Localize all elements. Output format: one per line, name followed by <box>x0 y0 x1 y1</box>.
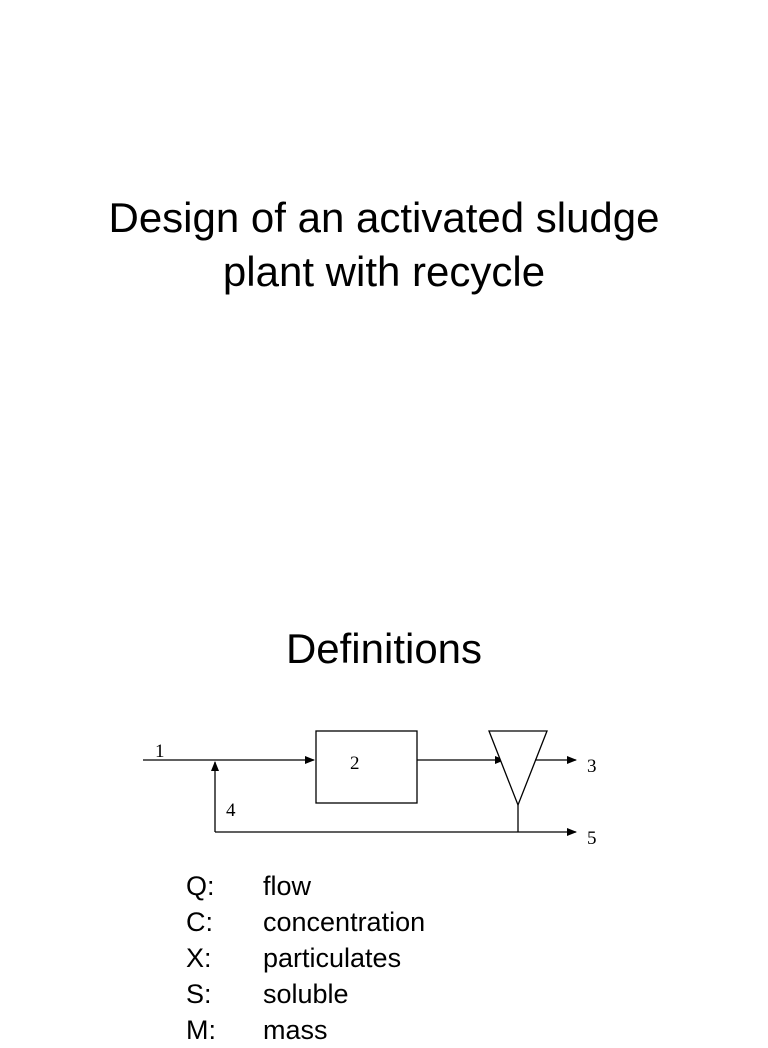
process-flow-diagram: 1 2 3 4 5 <box>143 730 597 849</box>
definition-meaning: concentration <box>263 907 426 937</box>
stream-label-5: 5 <box>587 828 597 849</box>
clarifier-triangle <box>488 730 548 807</box>
reactor-label-2: 2 <box>350 753 360 774</box>
definition-meaning: flow <box>263 871 312 901</box>
definition-symbol: X: <box>186 943 212 973</box>
definition-symbol: S: <box>186 979 212 1009</box>
definition-meaning: mass <box>263 1015 328 1045</box>
definition-item: C: concentration <box>186 904 425 940</box>
definitions-list: Q: flow C: concentration X: particulates… <box>186 868 425 1048</box>
stream-label-4: 4 <box>226 800 236 821</box>
reactor-box <box>315 730 418 804</box>
definition-item: M: mass <box>186 1012 425 1048</box>
definition-item: X: particulates <box>186 940 425 976</box>
slide-title-line-1: Design of an activated sludge <box>108 194 660 241</box>
definition-symbol: M: <box>186 1015 216 1045</box>
definition-meaning: particulates <box>263 943 402 973</box>
stream-label-1: 1 <box>155 741 165 762</box>
definition-item: Q: flow <box>186 868 425 904</box>
definitions-heading: Definitions <box>285 625 483 672</box>
slide-title-line-2: plant with recycle <box>222 248 546 295</box>
definition-meaning: soluble <box>263 979 349 1009</box>
definition-item: S: soluble <box>186 976 425 1012</box>
stream-label-3: 3 <box>587 756 597 777</box>
definition-symbol: Q: <box>186 871 215 901</box>
slide-title: Design of an activated sludge plant with… <box>0 191 768 299</box>
definition-symbol: C: <box>186 907 213 937</box>
